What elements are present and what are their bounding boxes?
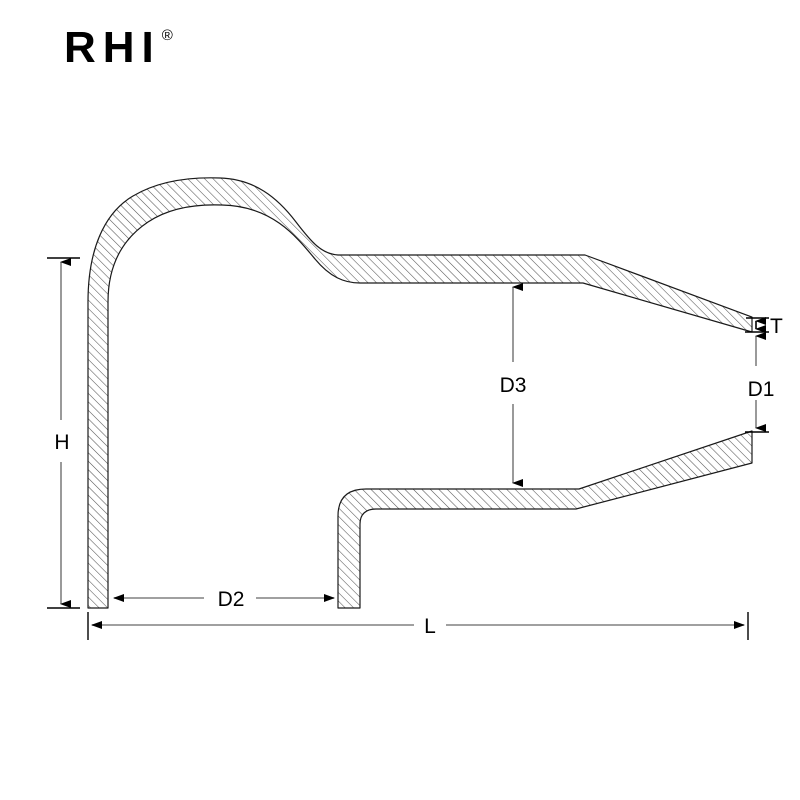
dimension-D1-label: D1 <box>748 378 775 401</box>
brand-logo: RHI® <box>64 26 173 70</box>
dimension-T-label: T <box>770 315 783 338</box>
brand-name: RHI <box>64 23 161 72</box>
dimension-L-label: L <box>424 615 436 638</box>
lower-wall-band <box>337 430 753 609</box>
dimension-D2: D2 <box>113 588 335 611</box>
dimension-H-label: H <box>54 431 69 454</box>
dimension-D2-label: D2 <box>218 588 245 611</box>
dimension-D1: D1 <box>745 331 775 433</box>
part-cross-section <box>87 177 753 609</box>
upper-wall-band <box>87 177 753 609</box>
registered-trademark-icon: ® <box>161 27 173 44</box>
dimension-D3-label: D3 <box>500 374 527 397</box>
dimension-H: H <box>47 257 80 609</box>
dimension-T: T <box>746 315 783 338</box>
dimension-D3: D3 <box>500 283 527 487</box>
dimension-L: L <box>87 612 749 640</box>
